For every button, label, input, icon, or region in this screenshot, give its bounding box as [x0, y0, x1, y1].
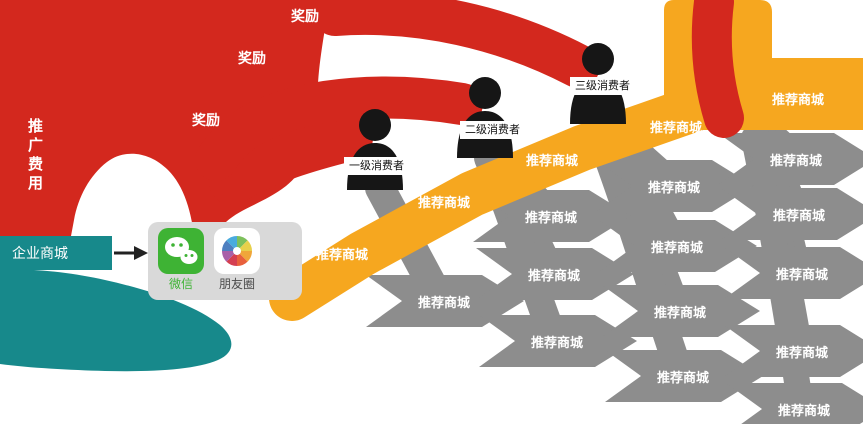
- gray-arrow: [718, 133, 863, 185]
- gray-arrow: [605, 350, 763, 402]
- gray-arrow: [479, 315, 637, 367]
- consumer-level-1-label: 一级消费者: [344, 157, 409, 175]
- wechat-label: 微信: [168, 277, 193, 291]
- gray-arrow: [724, 247, 863, 299]
- gray-arrow: [366, 275, 524, 327]
- gray-chevron-arrows: [366, 133, 863, 424]
- teal-blob: [0, 269, 232, 372]
- red-swoosh: [209, 115, 373, 205]
- recommend-mall-label: 推荐商城: [654, 305, 707, 320]
- red-swoosh: [195, 76, 483, 181]
- recommend-mall-label: 推荐商城: [773, 208, 826, 223]
- recommend-mall-label: 推荐商城: [776, 345, 829, 360]
- reward-label: 奖励: [192, 112, 220, 128]
- gray-arrow: [721, 188, 863, 240]
- recommend-mall-label: 推荐商城: [526, 153, 579, 168]
- recommend-mall-label: 推荐商城: [770, 153, 823, 168]
- recommend-mall-label: 推荐商城: [778, 403, 831, 418]
- promotion-cost-label: 推广费用: [26, 118, 43, 194]
- recommend-mall-label: 推荐商城: [528, 268, 581, 283]
- recommend-mall-label: 推荐商城: [772, 92, 825, 107]
- moments-label: 朋友圈: [218, 277, 255, 291]
- recommend-mall-label: 推荐商城: [316, 247, 369, 262]
- recommend-mall-label: 推荐商城: [531, 335, 584, 350]
- recommend-mall-label: 推荐商城: [650, 120, 703, 135]
- recommend-mall-label: 推荐商城: [651, 240, 704, 255]
- gray-arrow: [473, 190, 631, 242]
- red-reward-shapes: [0, 0, 744, 244]
- consumer-level-3-label: 三级消费者: [570, 77, 635, 95]
- gray-arrow: [596, 160, 754, 212]
- enterprise-mall-bar: 企业商城: [0, 236, 112, 270]
- moments-icon: [214, 228, 260, 274]
- gray-arrow: [724, 325, 863, 377]
- recommend-mall-label: 推荐商城: [657, 370, 710, 385]
- recommend-mall-label: 推荐商城: [525, 210, 578, 225]
- gray-arrow: [599, 220, 757, 272]
- red-swoosh: [691, 0, 744, 138]
- reward-label: 奖励: [238, 50, 266, 66]
- wechat-icon: [158, 228, 204, 274]
- recommend-mall-label: 推荐商城: [418, 295, 471, 310]
- gray-arrow: [476, 248, 634, 300]
- red-swoosh: [313, 0, 600, 88]
- gray-arrow: [602, 285, 760, 337]
- share-panel: 微信 朋友圈: [148, 222, 302, 300]
- gray-arrow: [726, 383, 863, 424]
- consumer-level-2-label: 二级消费者: [460, 121, 525, 139]
- recommend-mall-label: 推荐商城: [418, 195, 471, 210]
- reward-label: 奖励: [291, 8, 319, 24]
- recommend-mall-label: 推荐商城: [648, 180, 701, 195]
- recommend-mall-label: 推荐商城: [776, 267, 829, 282]
- arrow-right-icon: [114, 246, 148, 260]
